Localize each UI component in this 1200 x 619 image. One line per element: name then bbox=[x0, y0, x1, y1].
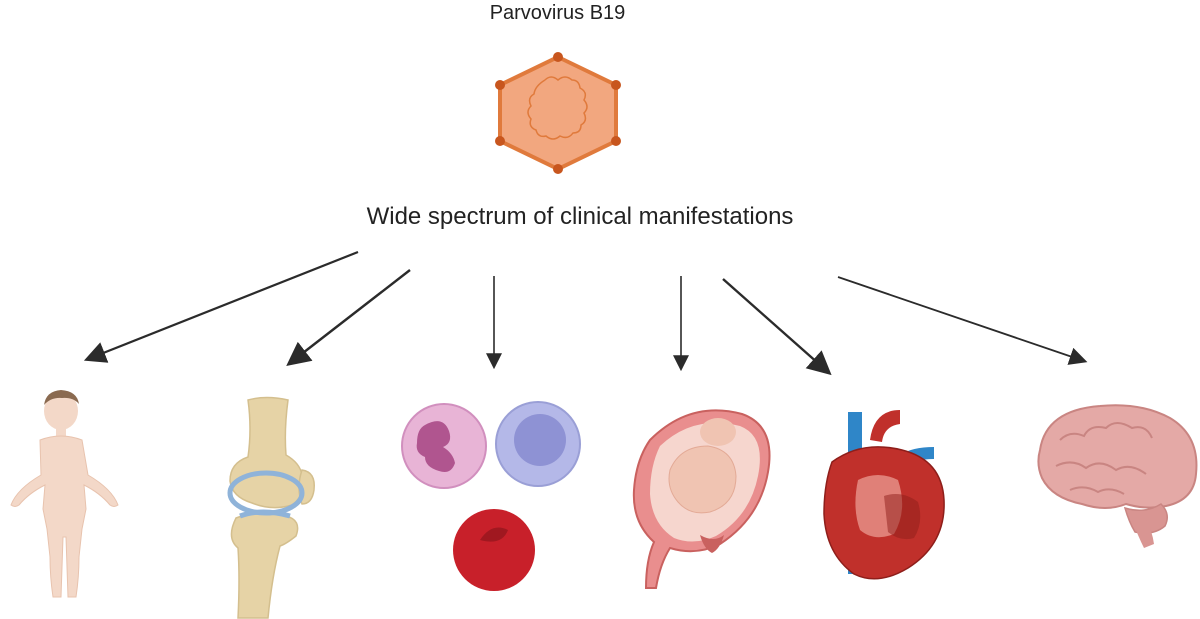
heart-icon bbox=[823, 410, 945, 580]
fetus-in-uterus-icon bbox=[632, 409, 771, 589]
arrow-to-brain bbox=[837, 276, 1088, 365]
arrow-to-heart bbox=[722, 278, 832, 376]
virus-capsid-icon bbox=[495, 52, 621, 174]
blood-cells-icon bbox=[401, 401, 581, 591]
child-body-icon bbox=[10, 390, 119, 598]
diagram-subtitle: Wide spectrum of clinical manifestations bbox=[366, 203, 794, 230]
knee-joint-icon bbox=[227, 396, 315, 619]
brain-icon bbox=[1037, 404, 1198, 548]
arrow-to-joint bbox=[286, 269, 411, 366]
diagram-title: Parvovirus B19 bbox=[489, 2, 626, 24]
arrow-to-child bbox=[83, 250, 359, 363]
